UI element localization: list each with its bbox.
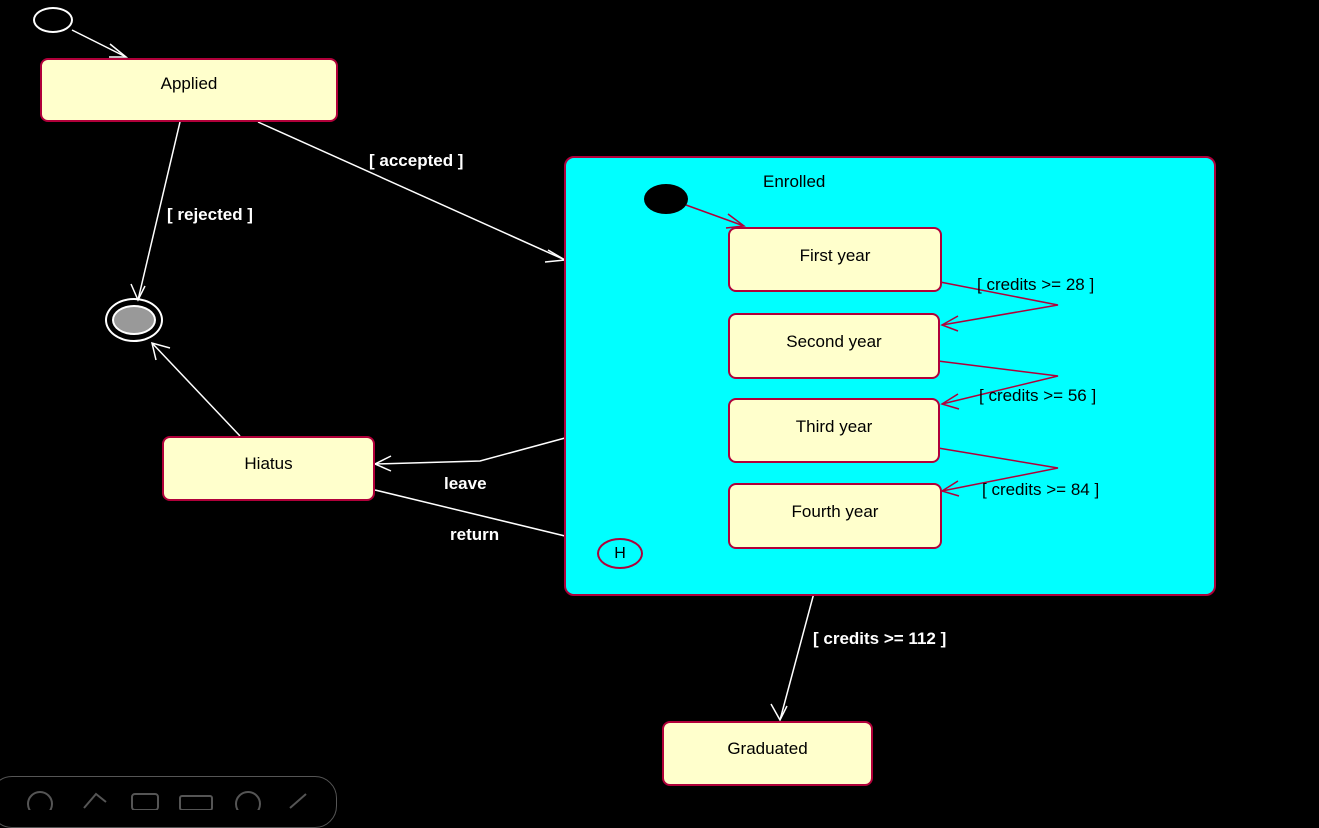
state-hiatus-label: Hiatus (244, 454, 293, 473)
state-fourth-year-label: Fourth year (791, 502, 879, 521)
more-icon[interactable] (235, 791, 261, 810)
state-second-year-label: Second year (786, 332, 882, 351)
arrow-third-to-fourth (937, 447, 1059, 497)
final-state-core (112, 305, 156, 335)
label-credits-28: [ credits >= 28 ] (977, 275, 1095, 294)
state-third-year[interactable]: Third year (728, 398, 940, 463)
state-second-year[interactable]: Second year (728, 313, 940, 379)
final-state (105, 298, 163, 342)
state-enrolled-title: Enrolled (763, 172, 826, 191)
history-state: H (597, 538, 643, 569)
state-hiatus[interactable]: Hiatus (162, 436, 375, 501)
image-icon[interactable] (179, 795, 213, 810)
label-credits-112: [ credits >= 112 ] (813, 629, 947, 648)
screenshot-icon[interactable] (131, 793, 159, 810)
state-fourth-year[interactable]: Fourth year (728, 483, 942, 549)
label-return: return (450, 525, 500, 544)
label-leave: leave (444, 474, 487, 493)
state-third-year-label: Third year (795, 417, 873, 436)
state-first-year-label: First year (799, 246, 871, 265)
state-diagram: Applied Hiatus Graduated Enrolled (0, 7, 1216, 828)
inner-initial-state (644, 184, 688, 214)
arrow-second-to-third (937, 360, 1059, 410)
history-state-label: H (614, 544, 626, 562)
label-credits-84: [ credits >= 84 ] (982, 480, 1100, 499)
edit-icon[interactable] (289, 793, 307, 809)
state-applied[interactable]: Applied (40, 58, 338, 122)
initial-state (33, 7, 73, 33)
pen-icon[interactable] (83, 792, 107, 809)
arrow-inner-initial-to-first (685, 204, 746, 229)
arrow-hiatus-to-final (150, 341, 241, 437)
state-first-year[interactable]: First year (728, 227, 942, 292)
label-rejected: [ rejected ] (167, 205, 253, 224)
state-graduated-label: Graduated (727, 739, 808, 758)
label-accepted: [ accepted ] (369, 151, 464, 170)
inner-transitions-layer (685, 204, 1059, 497)
play-icon[interactable] (27, 791, 53, 810)
state-graduated[interactable]: Graduated (662, 721, 873, 786)
arrow-initial-to-applied (71, 29, 129, 58)
toolbar-icons (27, 791, 307, 810)
state-applied-label: Applied (160, 74, 218, 93)
label-credits-56: [ credits >= 56 ] (979, 386, 1097, 405)
arrow-enrolled-to-hiatus (373, 437, 566, 472)
arrow-first-to-second (939, 281, 1059, 332)
